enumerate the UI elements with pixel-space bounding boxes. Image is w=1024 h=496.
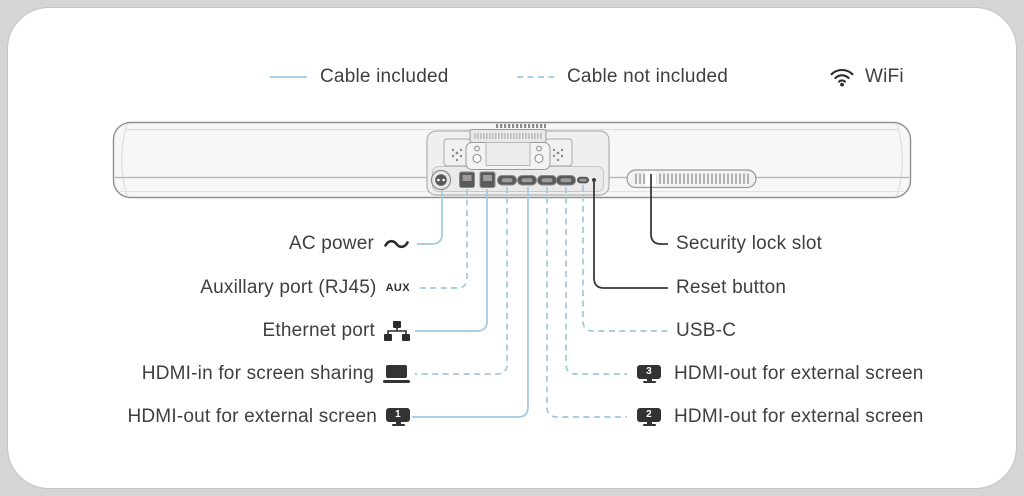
auxiliary-rj45-port	[459, 171, 475, 188]
hdmi-in-text: HDMI-in for screen sharing	[141, 363, 374, 384]
label-ac-power: AC power	[289, 230, 410, 258]
usb-c-port	[577, 176, 589, 184]
wifi-icon	[829, 67, 855, 87]
hdmi-out-3-text: HDMI-out for external screen	[674, 363, 924, 384]
hdmi-in-port	[497, 175, 517, 186]
label-hdmi-out-1: HDMI-out for external screen 1	[127, 403, 410, 431]
monitor-3-icon: 3	[637, 364, 661, 384]
label-reset-button: Reset button	[676, 274, 786, 302]
cable-line-hdmi-out-2	[546, 187, 627, 418]
monitor-2-icon: 2	[637, 407, 661, 427]
monitor-1-icon: 1	[386, 407, 410, 427]
hdmi-out-2-port	[537, 175, 557, 186]
legend-cable-included: Cable included	[270, 63, 449, 91]
monitor-2-badge: 2	[637, 407, 661, 422]
ac-power-text: AC power	[288, 233, 374, 254]
ethernet-port-text: Ethernet port	[262, 320, 375, 341]
cable-line-hdmi-out-3	[565, 187, 627, 375]
line-reset-button	[593, 182, 668, 289]
cable-line-hdmi-out-1	[412, 187, 529, 418]
label-hdmi-out-3: 3 HDMI-out for external screen	[637, 360, 924, 388]
usb-c-text: USB-C	[676, 320, 737, 341]
laptop-icon	[383, 365, 410, 383]
line-security-lock	[650, 174, 668, 245]
ac-power-port	[430, 169, 452, 191]
legend-cable-not-included: Cable not included	[517, 63, 728, 91]
cable-line-ethernet	[415, 189, 488, 332]
hdmi-out-1-port	[517, 175, 537, 186]
hdmi-out-2-text: HDMI-out for external screen	[674, 406, 924, 427]
mount-bracket	[443, 124, 573, 170]
legend-wifi: WiFi	[829, 63, 904, 91]
label-ethernet-port: Ethernet port	[263, 317, 410, 345]
solid-line-swatch	[270, 75, 307, 79]
ethernet-network-icon	[384, 320, 410, 342]
legend-wifi-label: WiFi	[865, 66, 904, 87]
auxiliary-port-text: Auxillary port (RJ45)	[200, 277, 377, 298]
label-hdmi-in: HDMI-in for screen sharing	[142, 360, 410, 388]
ac-power-tilde-icon	[383, 237, 410, 251]
monitor-3-badge: 3	[637, 364, 661, 379]
screw-pattern-right	[552, 148, 564, 162]
reset-button-hole	[592, 178, 596, 182]
label-auxiliary-port: Auxillary port (RJ45) AUX	[200, 274, 410, 302]
security-lock-slot-text: Security lock slot	[676, 233, 823, 254]
hdmi-out-3-port	[556, 175, 576, 186]
reset-button-text: Reset button	[676, 277, 787, 298]
legend-cable-included-label: Cable included	[320, 66, 449, 87]
cable-line-ac-power	[417, 190, 443, 245]
annotation-lines	[412, 174, 669, 418]
legend-cable-not-included-label: Cable not included	[567, 66, 728, 87]
vent-grille	[626, 169, 757, 189]
label-hdmi-out-2: 2 HDMI-out for external screen	[637, 403, 924, 431]
ethernet-port	[479, 171, 496, 188]
hdmi-out-1-text: HDMI-out for external screen	[127, 406, 377, 427]
monitor-1-badge: 1	[386, 407, 410, 422]
dashed-line-swatch	[517, 75, 554, 79]
cable-line-aux	[420, 189, 468, 289]
page-background	[7, 7, 1017, 489]
label-security-lock-slot: Security lock slot	[676, 230, 822, 258]
cable-line-hdmi-in	[415, 187, 508, 375]
cable-line-usb-c	[582, 185, 669, 332]
label-usb-c: USB-C	[676, 317, 736, 345]
screw-pattern-left	[451, 148, 463, 162]
aux-label-icon: AUX	[385, 282, 410, 294]
